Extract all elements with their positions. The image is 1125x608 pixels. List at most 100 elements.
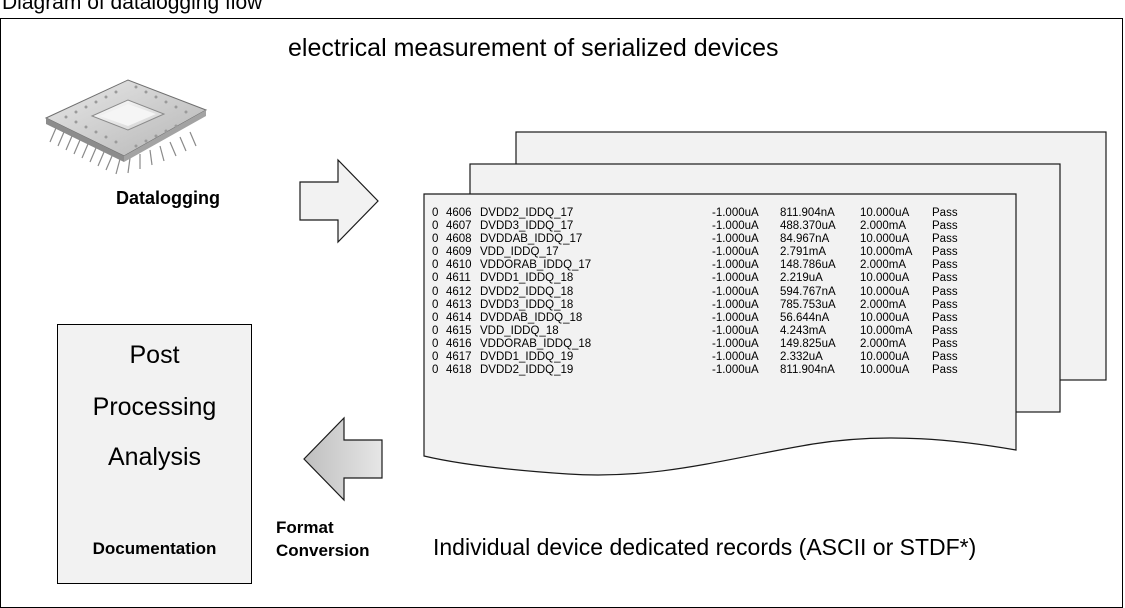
record-low-limit: -1.000uA (712, 351, 759, 364)
record-low-limit: -1.000uA (712, 207, 759, 219)
record-index: 0 (432, 272, 439, 285)
record-row: 0 4613 DVDD3_IDDQ_18 -1.000uA 785.753uA 2.000… (432, 299, 972, 312)
record-high-limit: 10.000uA (860, 364, 910, 377)
records-caption: Individual device dedicated records (ASC… (433, 534, 977, 560)
record-high-limit: 10.000uA (860, 233, 910, 246)
record-low-limit: -1.000uA (712, 324, 759, 337)
record-number: 4615 (446, 324, 472, 337)
record-measured-value: 84.967nA (780, 233, 830, 246)
record-low-limit: -1.000uA (712, 220, 759, 233)
record-number: 4616 (446, 337, 472, 350)
record-high-limit: 10.000uA (860, 351, 910, 364)
record-high-limit: 10.000uA (860, 272, 910, 285)
record-index: 0 (432, 324, 439, 337)
record-result: Pass (932, 272, 958, 285)
record-result: Pass (932, 324, 958, 337)
record-high-limit: 2.000mA (860, 298, 907, 311)
record-number: 4610 (446, 259, 472, 272)
record-index: 0 (432, 220, 439, 233)
record-test-name: DVDD2_IDDQ_17 (480, 207, 574, 219)
record-measured-value: 811.904nA (780, 364, 835, 377)
record-low-limit: -1.000uA (712, 285, 759, 298)
record-index: 0 (432, 259, 439, 272)
record-number: 4612 (446, 285, 472, 298)
record-number: 4617 (446, 351, 472, 364)
record-test-name: VDD_IDDQ_17 (480, 246, 559, 259)
record-result: Pass (932, 337, 958, 350)
record-index: 0 (432, 285, 439, 298)
record-measured-value: 4.243mA (780, 324, 827, 337)
record-number: 4606 (446, 207, 472, 219)
record-number: 4613 (446, 298, 472, 311)
stacked-record-pages (423, 131, 1107, 476)
record-low-limit: -1.000uA (712, 272, 759, 285)
format-conversion-label-line1: Format (276, 518, 334, 537)
record-result: Pass (932, 351, 958, 364)
record-low-limit: -1.000uA (712, 259, 759, 272)
record-number: 4607 (446, 220, 472, 233)
record-result: Pass (932, 311, 958, 324)
record-number: 4609 (446, 246, 472, 259)
record-result: Pass (932, 259, 958, 272)
record-result: Pass (932, 364, 958, 377)
post-box-documentation: Documentation (92, 539, 217, 558)
record-test-name: DVDD2_IDDQ_18 (480, 285, 574, 298)
record-low-limit: -1.000uA (712, 311, 759, 324)
record-test-name: DVDDAB_IDDQ_17 (480, 233, 583, 246)
record-index: 0 (432, 364, 439, 377)
record-high-limit: 2.000mA (860, 220, 907, 233)
record-low-limit: -1.000uA (712, 246, 759, 259)
record-result: Pass (932, 207, 958, 219)
record-measured-value: 811.904nA (780, 207, 835, 219)
ic-chip-icon (44, 79, 208, 175)
post-processing-box: Post Processing Analysis Documentation (57, 324, 252, 584)
record-high-limit: 10.000uA (860, 207, 910, 219)
record-number: 4614 (446, 311, 472, 324)
record-number: 4608 (446, 233, 472, 246)
record-test-name: DVDD3_IDDQ_18 (480, 298, 574, 311)
format-conversion-label-line2: Conversion (276, 541, 370, 560)
record-measured-value: 2.219uA (780, 272, 823, 285)
record-result: Pass (932, 233, 958, 246)
record-high-limit: 2.000mA (860, 337, 907, 350)
record-result: Pass (932, 220, 958, 233)
record-high-limit: 2.000mA (860, 259, 907, 272)
records-list: 0 4606 DVDD2_IDDQ_17 -1.000uA 811.904nA 10.00… (432, 207, 972, 417)
record-test-name: VDD_IDDQ_18 (480, 324, 559, 337)
record-test-name: DVDD2_IDDQ_19 (480, 364, 574, 377)
record-number: 4618 (446, 364, 472, 377)
record-measured-value: 56.644nA (780, 311, 830, 324)
arrow-right-icon (299, 158, 379, 244)
record-test-name: DVDDAB_IDDQ_18 (480, 311, 583, 324)
record-index: 0 (432, 298, 439, 311)
record-index: 0 (432, 207, 439, 219)
header-partial-text: Diagram of datalogging flow (2, 0, 263, 14)
record-index: 0 (432, 233, 439, 246)
record-low-limit: -1.000uA (712, 337, 759, 350)
record-number: 4611 (446, 272, 471, 285)
record-result: Pass (932, 285, 958, 298)
record-test-name: DVDD1_IDDQ_19 (480, 351, 574, 364)
record-low-limit: -1.000uA (712, 364, 759, 377)
record-test-name: VDDORAB_IDDQ_17 (480, 259, 592, 272)
record-row: 0 4610 VDDORAB_IDDQ_17 -1.000uA 148.786uA 2.0… (432, 259, 972, 272)
record-row: 0 4618 DVDD2_IDDQ_19 -1.000uA 811.904nA 10.00… (432, 364, 972, 377)
post-box-line-2: Processing (92, 393, 217, 421)
record-measured-value: 2.791mA (780, 246, 827, 259)
record-measured-value: 148.786uA (780, 259, 836, 272)
post-box-line-3: Analysis (107, 443, 202, 471)
record-measured-value: 785.753uA (780, 298, 836, 311)
record-index: 0 (432, 351, 439, 364)
record-test-name: VDDORAB_IDDQ_18 (480, 337, 592, 350)
record-row: 0 4614 DVDDAB_IDDQ_18 -1.000uA 56.644nA 10.00… (432, 312, 972, 325)
record-index: 0 (432, 311, 439, 324)
post-box-line-1: Post (129, 341, 180, 369)
datalogging-label: Datalogging (116, 188, 220, 208)
record-low-limit: -1.000uA (712, 298, 759, 311)
record-high-limit: 10.000uA (860, 311, 910, 324)
